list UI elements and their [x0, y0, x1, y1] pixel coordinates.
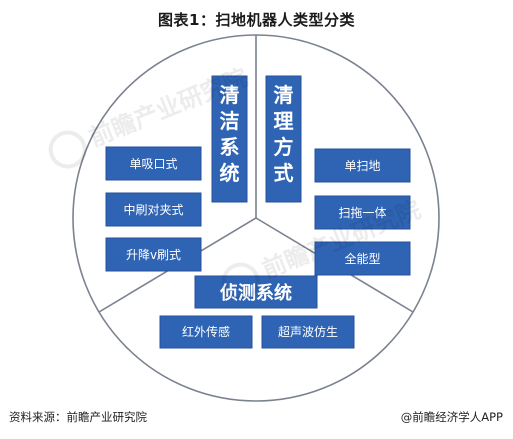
detection-system-header-box	[194, 275, 318, 309]
cleaning-system-item-box	[105, 237, 202, 272]
cleaning-system-item-box	[105, 192, 202, 227]
detection-system-header-text: 侦测系统	[220, 282, 292, 304]
cleaning-method-item-text: 扫拖一体	[338, 206, 386, 220]
cleaning-method-item-box	[314, 195, 411, 230]
cleaning-method-item-box	[314, 241, 411, 276]
cleaning-method-item-text: 全能型	[344, 251, 380, 266]
cleaning-system-item-text: 升降v刷式	[126, 248, 181, 262]
brand-credit: @前瞻经济学人APP	[400, 410, 503, 424]
detection-system-item-box	[159, 315, 253, 349]
cleaning-method-item-text: 单扫地	[344, 159, 380, 173]
cleaning-system-header-text: 清洁系统	[220, 83, 240, 185]
cleaning-system-header-box	[211, 75, 248, 203]
cleaning-method-item-box	[314, 148, 411, 183]
detection-system-item-text: 红外传感	[182, 324, 230, 339]
cleaning-system-item-text: 中刷对夹式	[123, 202, 183, 217]
cleaning-system-item-text: 单吸口式	[129, 157, 177, 171]
source-note: 资料来源：前瞻产业研究院	[9, 410, 147, 424]
cleaning-method-header-text: 清理方式	[274, 83, 294, 185]
detection-system-item-box	[261, 315, 355, 349]
cleaning-system-item-box	[105, 146, 202, 181]
chart-title: 图表1：扫地机器人类型分类	[158, 11, 355, 29]
cleaning-method-header-box	[265, 75, 302, 203]
detection-system-item-text: 超声波仿生	[278, 324, 338, 339]
